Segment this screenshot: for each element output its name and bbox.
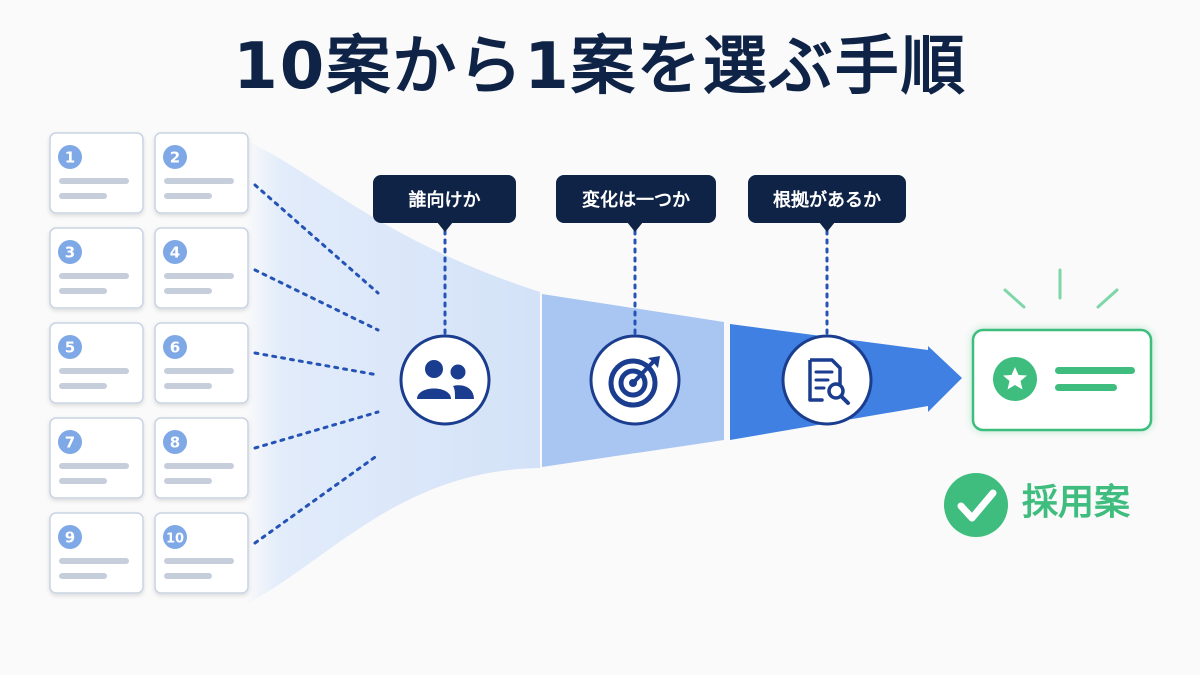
candidate-number: 9 xyxy=(65,529,75,547)
target-icon xyxy=(589,334,681,426)
adopted-label: 採用案 xyxy=(1022,482,1131,523)
sparkle-line xyxy=(1096,288,1119,309)
sparkle-line xyxy=(1003,288,1026,309)
candidate-number: 8 xyxy=(170,434,180,452)
candidate-card: 8 xyxy=(154,417,249,499)
criteria-connectors xyxy=(443,220,829,337)
criterion-label: 誰向けか xyxy=(409,189,481,211)
adopted-proposal-card xyxy=(971,268,1153,432)
candidate-card: 2 xyxy=(154,132,249,214)
candidate-cards: 1 2 3 4 5 6 7 8 9 10 xyxy=(49,132,249,594)
candidate-number: 2 xyxy=(170,149,180,167)
candidate-card: 9 xyxy=(49,512,144,594)
criterion-tag-audience: 誰向けか xyxy=(373,175,516,232)
number-badge xyxy=(163,525,187,549)
number-badge xyxy=(58,335,82,359)
candidate-number: 4 xyxy=(170,244,180,262)
criterion-label: 根拠があるか xyxy=(773,189,881,211)
number-badge xyxy=(58,525,82,549)
candidate-card: 3 xyxy=(49,227,144,309)
document-search-icon xyxy=(781,334,873,426)
candidate-card: 1 xyxy=(49,132,144,214)
candidate-number: 3 xyxy=(65,244,75,262)
candidate-card: 6 xyxy=(154,322,249,404)
candidate-number: 10 xyxy=(166,532,184,547)
number-badge xyxy=(163,335,187,359)
criterion-tag-single-change: 変化は一つか xyxy=(556,175,716,232)
number-badge xyxy=(58,430,82,454)
candidate-number: 7 xyxy=(65,434,75,452)
checkmark-icon xyxy=(944,473,1008,537)
candidate-card: 7 xyxy=(49,417,144,499)
star-icon xyxy=(993,357,1037,401)
number-badge xyxy=(163,430,187,454)
criterion-tag-evidence: 根拠があるか xyxy=(748,175,906,232)
funnel-section-wide xyxy=(245,140,540,605)
number-badge xyxy=(58,240,82,264)
users-icon xyxy=(399,334,491,426)
number-badge xyxy=(163,145,187,169)
candidate-number: 5 xyxy=(65,339,75,357)
candidate-number: 6 xyxy=(170,339,180,357)
criterion-label: 変化は一つか xyxy=(582,189,690,211)
number-badge xyxy=(163,240,187,264)
candidate-card: 5 xyxy=(49,322,144,404)
candidate-card: 10 xyxy=(154,512,249,594)
candidate-card: 4 xyxy=(154,227,249,309)
page-title: 10案から1案を選ぶ手順 xyxy=(233,30,967,104)
connector-lines xyxy=(253,183,380,545)
number-badge xyxy=(58,145,82,169)
candidate-number: 1 xyxy=(65,149,75,167)
